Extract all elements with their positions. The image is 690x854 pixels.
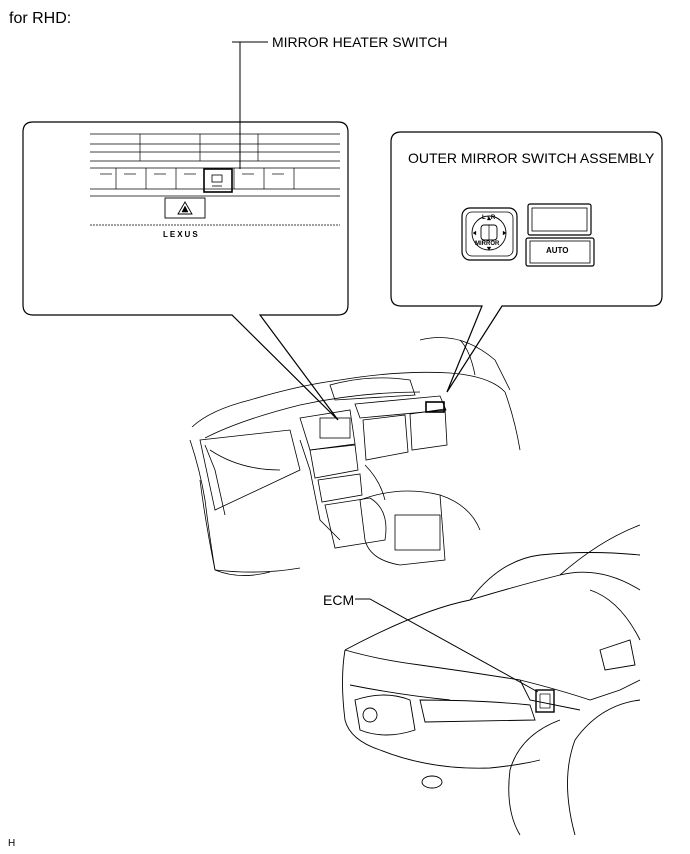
diagram-heading: for RHD: [9, 10, 72, 27]
mirror-heater-leader [232, 41, 268, 169]
panel-badge-logo: LEXUS [163, 230, 200, 239]
switch-auto-marking: AUTO [546, 246, 569, 255]
outer-mirror-callout [390, 131, 663, 393]
dashboard-illustration [189, 337, 521, 576]
callout-outer-mirror-switch-assembly: OUTER MIRROR SWITCH ASSEMBLY [408, 150, 655, 166]
switch-lr-marking: L - R [482, 215, 496, 221]
vehicle-front-illustration [342, 524, 641, 836]
ecm-leader [355, 598, 539, 693]
figure-code: H [8, 838, 16, 849]
callout-mirror-heater-switch: MIRROR HEATER SWITCH [272, 34, 448, 50]
switch-mirror-marking: MIRROR [475, 241, 500, 247]
center-panel-callout [22, 121, 349, 421]
callout-ecm: ECM [323, 592, 355, 608]
